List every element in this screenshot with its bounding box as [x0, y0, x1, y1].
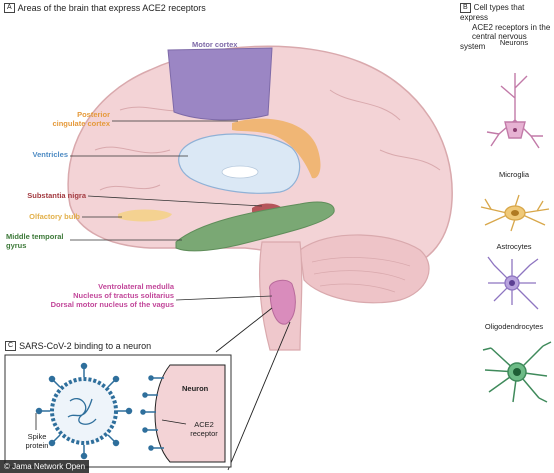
label-posterior-cingulate-2: cingulate cortex [52, 119, 110, 128]
panel-a-letter: A [4, 3, 15, 13]
microglia-cell [480, 194, 550, 232]
astrocyte-cell [487, 256, 539, 310]
label-substantia-nigra: Substantia nigra [27, 191, 86, 200]
label-ace2: ACE2 receptor [184, 420, 224, 438]
motor-cortex-region [167, 47, 273, 121]
label-spike-2: protein [25, 441, 49, 450]
label-medulla-2: Nucleus of tractus solitarius [73, 291, 174, 300]
label-medulla: Ventrolateral medulla Nucleus of tractus… [20, 282, 174, 309]
label-middle-temporal: Middle temporal gyrus [6, 232, 64, 250]
olfactory-bulb-region [118, 209, 172, 222]
label-medulla-3: Dorsal motor nucleus of the vagus [50, 300, 174, 309]
label-astrocytes: Astrocytes [496, 242, 532, 251]
label-posterior-cingulate: Posterior cingulate cortex [20, 110, 110, 128]
medulla-region [269, 279, 296, 325]
label-spike-protein: Spike protein [18, 432, 56, 450]
leader-lines [70, 120, 273, 301]
panel-c-title: SARS-CoV-2 binding to a neuron [19, 341, 152, 351]
panel-c-letter: C [5, 341, 17, 351]
label-motor-cortex: Motor cortex [192, 40, 238, 49]
label-posterior-cingulate-1: Posterior [77, 110, 110, 119]
label-spike-1: Spike [27, 432, 47, 441]
label-olfactory-bulb: Olfactory bulb [29, 212, 80, 221]
label-ventricles: Ventricles [32, 150, 68, 159]
label-middle-temporal-1: Middle temporal [6, 232, 64, 241]
neuron-cell [486, 73, 543, 149]
label-neurons: Neurons [499, 38, 529, 47]
image-credit: © Jama Network Open [0, 460, 90, 473]
panel-b-title-3: central nervous system [460, 32, 527, 51]
ventricles-region [178, 133, 301, 194]
cerebellum [299, 234, 430, 304]
panel-a-title: Areas of the brain that express ACE2 rec… [17, 3, 206, 13]
ace2-receptors [140, 375, 164, 451]
label-ace2-1: ACE2 [194, 420, 214, 429]
label-ace2-2: receptor [190, 429, 218, 438]
credit-text: Jama Network Open [12, 462, 86, 471]
label-neuron: Neuron [182, 384, 209, 393]
inset-neuron-body [154, 364, 226, 463]
inset-callout [215, 307, 291, 471]
label-medulla-1: Ventrolateral medulla [98, 282, 174, 291]
oligodendrocyte-cell [482, 341, 552, 403]
middle-temporal-region [175, 201, 335, 252]
label-microglia: Microglia [498, 170, 529, 179]
panel-b-title-1: Cell types that express [460, 3, 525, 22]
panel-b-title-2: ACE2 receptors in the [472, 22, 551, 32]
panel-b-letter: B [460, 3, 471, 13]
label-middle-temporal-2: gyrus [6, 241, 27, 250]
virus-particle [35, 362, 133, 460]
posterior-cingulate-region [232, 118, 321, 179]
label-oligodendrocytes: Oligodendrocytes [484, 322, 544, 331]
